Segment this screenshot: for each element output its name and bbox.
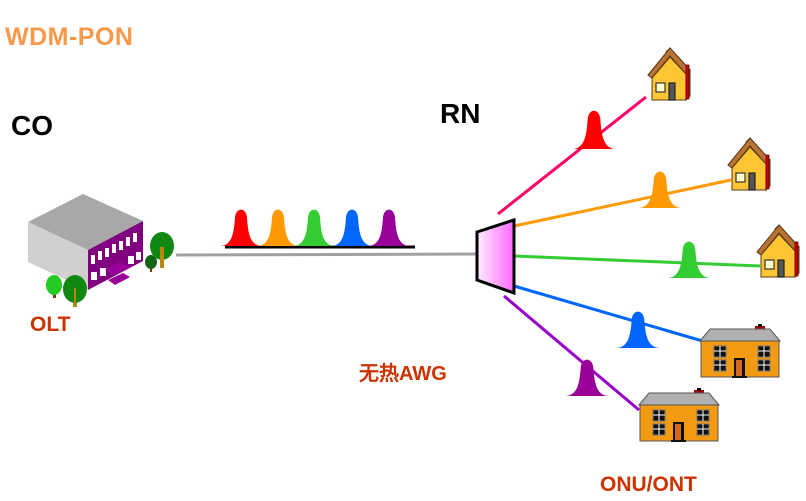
tree-icon (150, 232, 174, 268)
tree-icon (145, 255, 157, 272)
onu-ont-label: ONU/ONT (600, 473, 697, 496)
branch-peak-lambda-2 (639, 171, 681, 208)
branch-fibers (497, 95, 761, 412)
multiplexed-spectrum (221, 209, 409, 246)
branch-peak-lambda-5 (566, 359, 608, 396)
tree-icon (46, 275, 62, 298)
tree-icon (63, 275, 87, 307)
branch-peak-lambda-3 (668, 241, 710, 278)
house-2-icon (727, 137, 771, 192)
branch-fiber-lambda-1 (497, 95, 647, 216)
diagram-title: WDM-PON (5, 23, 134, 51)
house-1-icon (647, 47, 691, 102)
branch-peak-lambda-4 (617, 311, 659, 348)
olt-label: OLT (30, 313, 71, 336)
branch-peaks (566, 110, 710, 396)
subscriber-houses (637, 47, 800, 442)
spectrum-peak-lambda-1 (221, 209, 261, 246)
feeder-fiber (175, 252, 479, 257)
spectrum-peak-lambda-4 (332, 209, 372, 246)
house-4-icon (698, 324, 782, 378)
house-3-icon (756, 224, 800, 279)
co-label: CO (11, 110, 53, 141)
spectrum-peak-lambda-2 (258, 209, 298, 246)
branch-peak-lambda-1 (573, 110, 615, 149)
branch-fiber-lambda-3 (513, 254, 761, 268)
spectrum-peak-lambda-3 (294, 209, 334, 246)
branch-fiber-lambda-2 (513, 178, 732, 228)
olt-building-icon (28, 194, 174, 307)
awg-label: 无热AWG (359, 363, 447, 385)
branch-fiber-lambda-5 (503, 294, 640, 412)
spectrum-peak-lambda-5 (369, 209, 409, 246)
house-5-icon (637, 388, 721, 442)
branch-fiber-lambda-4 (513, 284, 707, 344)
rn-label: RN (440, 98, 481, 129)
awg-icon (475, 217, 516, 296)
